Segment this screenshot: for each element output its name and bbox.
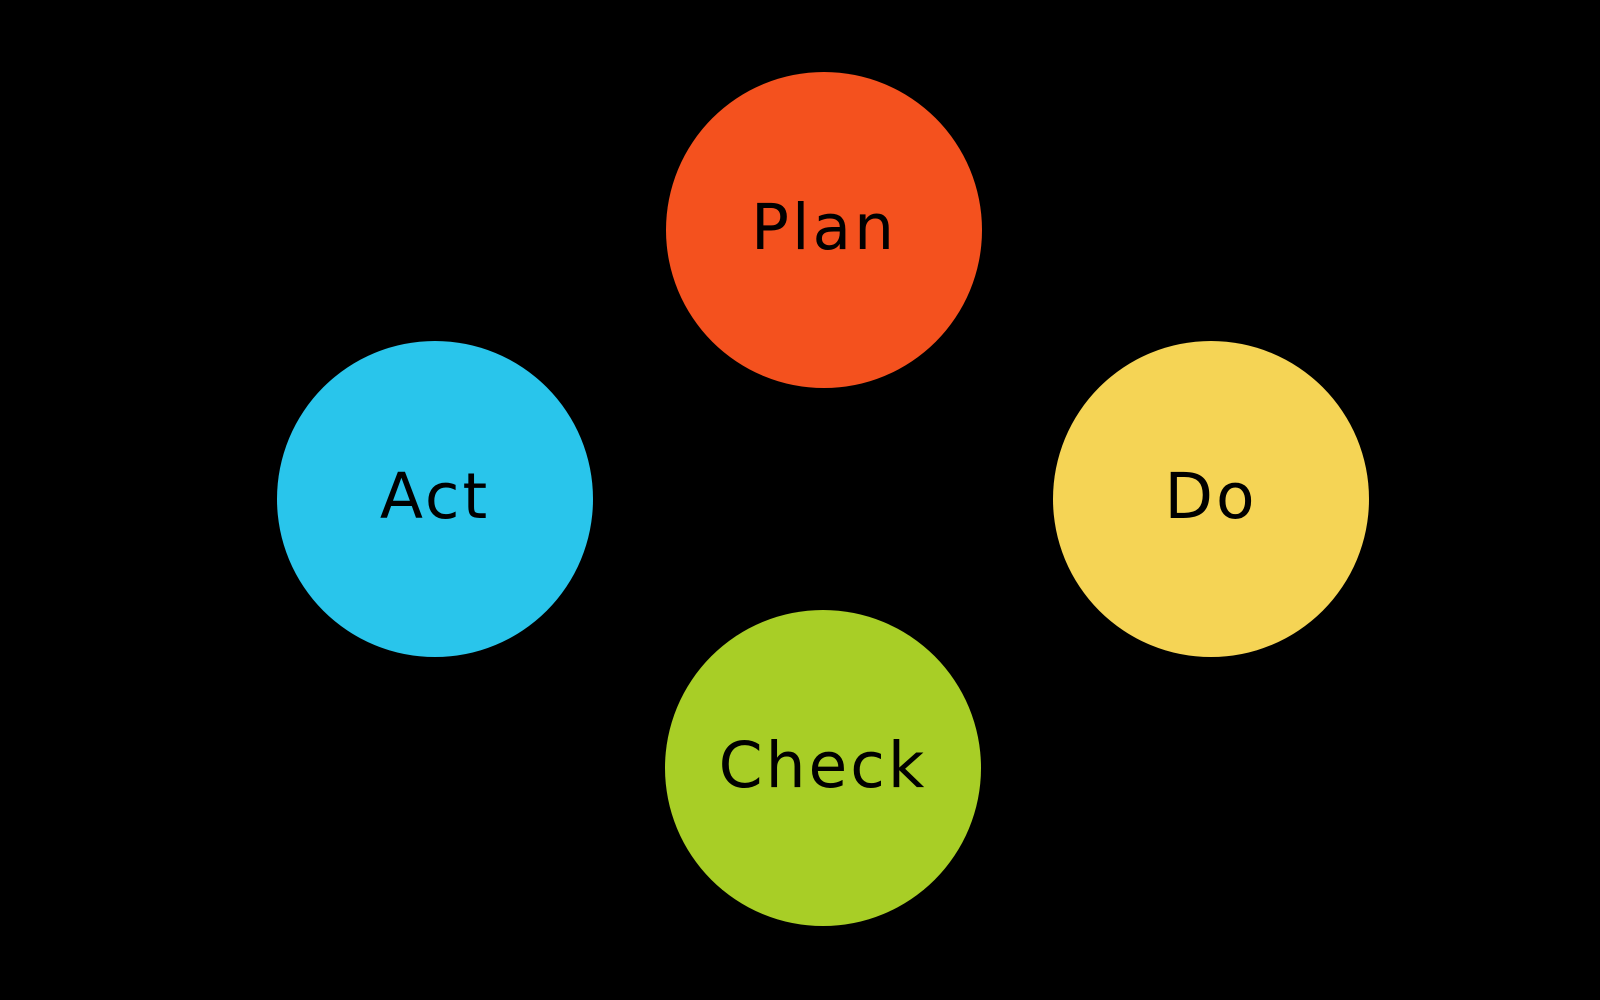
- node-do-label: Do: [1164, 459, 1258, 533]
- node-plan: Plan: [666, 72, 982, 388]
- node-act: Act: [277, 341, 593, 657]
- node-do: Do: [1053, 341, 1369, 657]
- node-plan-label: Plan: [750, 190, 898, 264]
- node-act-label: Act: [379, 459, 491, 533]
- node-check: Check: [665, 610, 981, 926]
- node-check-label: Check: [718, 728, 928, 802]
